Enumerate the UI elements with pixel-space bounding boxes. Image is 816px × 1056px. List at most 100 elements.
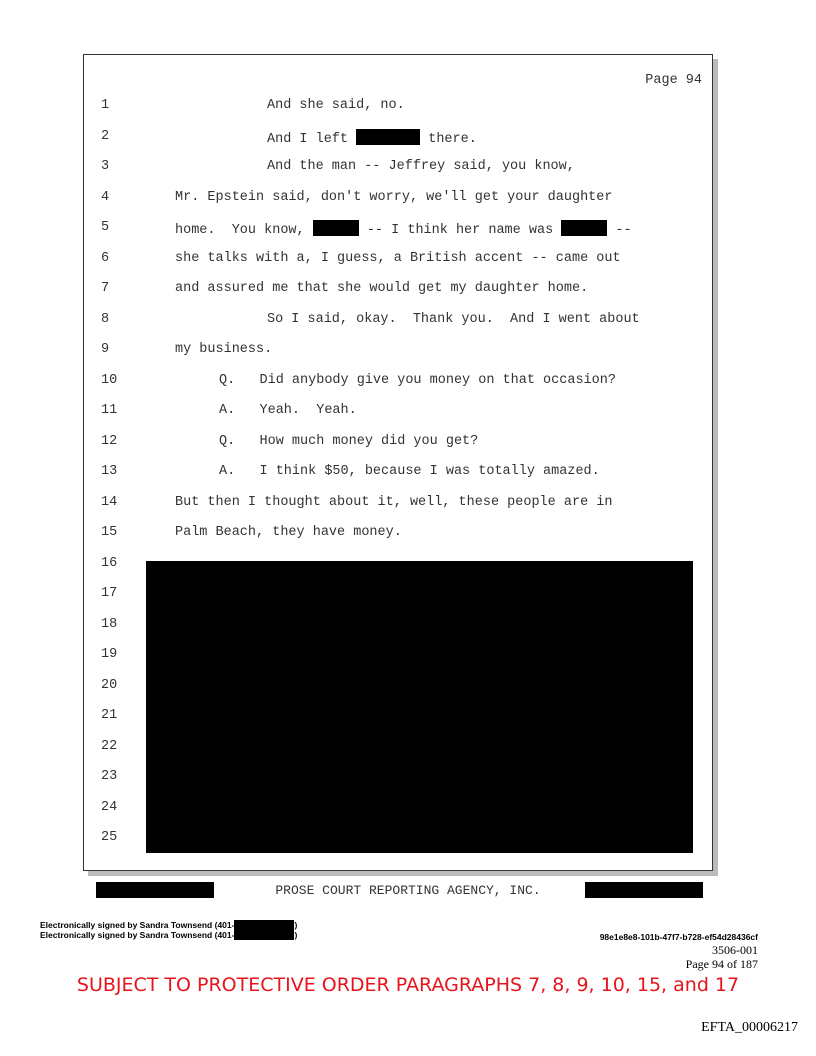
line-number: 3 <box>101 159 110 174</box>
signature-line: Electronically signed by Sandra Townsend… <box>40 930 297 940</box>
transcript-line: 23 <box>84 769 704 789</box>
transcript-line: 22 <box>84 739 704 759</box>
text-segment: Q. Did anybody give you money on that oc… <box>219 372 616 388</box>
text-segment: And I left <box>267 131 357 147</box>
transcript-line: 18 <box>84 617 704 637</box>
line-text: Mr. Epstein said, don't worry, we'll get… <box>175 190 612 205</box>
transcript-line: 2 And I left there. <box>84 128 704 149</box>
signature-text: Electronically signed by Sandra Townsend… <box>40 920 235 930</box>
text-segment: Q. How much money did you get? <box>219 433 479 449</box>
transcript-line: 13 A. I think $50, because I was totally … <box>84 464 704 484</box>
text-segment: she talks with a, I guess, a British acc… <box>175 250 621 266</box>
line-text: A. I think $50, because I was totally am… <box>219 464 600 479</box>
line-text: Palm Beach, they have money. <box>175 525 402 540</box>
redaction <box>561 220 608 236</box>
redaction <box>356 128 421 145</box>
redaction-block <box>146 561 693 853</box>
redaction-footer-left <box>96 882 214 898</box>
text-segment: A. Yeah. Yeah. <box>219 403 357 418</box>
line-text: she talks with a, I guess, a British acc… <box>175 251 621 266</box>
line-text: But then I thought about it, well, these… <box>175 495 612 510</box>
line-text: And I left there. <box>267 128 477 147</box>
line-number: 25 <box>101 830 118 845</box>
transcript-line: 21 <box>84 708 704 728</box>
transcript-line: 6 she talks with a, I guess, a British ac… <box>84 251 704 271</box>
line-text: Q. Did anybody give you money on that oc… <box>219 373 616 388</box>
redaction <box>234 920 295 930</box>
protective-order-notice: SUBJECT TO PROTECTIVE ORDER PARAGRAPHS 7… <box>76 974 740 996</box>
text-segment: So I said, okay. Thank you. And I went a… <box>267 311 640 327</box>
line-number: 17 <box>101 586 118 601</box>
line-text: And she said, no. <box>267 98 405 113</box>
transcript-line: 16 <box>84 556 704 576</box>
page-number: Page 94 <box>645 73 702 88</box>
line-number: 21 <box>101 708 118 723</box>
transcript-line: 8 So I said, okay. Thank you. And I went … <box>84 312 704 332</box>
line-number: 15 <box>101 525 118 540</box>
text-segment: there. <box>420 131 477 147</box>
page-of: Page 94 of 187 <box>685 957 758 971</box>
transcript-line: 12 Q. How much money did you get? <box>84 434 704 454</box>
line-number: 8 <box>101 311 110 327</box>
line-text: and assured me that she would get my dau… <box>175 281 588 296</box>
line-number: 14 <box>101 494 118 510</box>
transcript-line: 14 But then I thought about it, well, the… <box>84 495 704 515</box>
line-number: 6 <box>101 250 110 266</box>
text-segment: And she said, no. <box>267 98 405 113</box>
transcript-line: 11 A. Yeah. Yeah. <box>84 403 704 423</box>
line-number: 5 <box>101 220 110 235</box>
line-number: 7 <box>101 281 110 296</box>
text-segment: And the man -- Jeffrey said, you know, <box>267 159 575 174</box>
transcript-line: 20 <box>84 678 704 698</box>
redaction <box>312 220 359 236</box>
line-number: 24 <box>101 799 118 815</box>
line-text: And the man -- Jeffrey said, you know, <box>267 159 575 174</box>
line-number: 10 <box>101 372 118 388</box>
transcript-line: 24 <box>84 800 704 820</box>
line-text: Q. How much money did you get? <box>219 434 478 449</box>
document-hash: 98e1e8e8-101b-47f7-b728-ef54d28436cf <box>599 932 758 942</box>
transcript-line: 15 Palm Beach, they have money. <box>84 525 704 545</box>
line-number: 16 <box>101 555 118 571</box>
line-number: 18 <box>101 616 118 632</box>
transcript-line: 25 <box>84 830 704 850</box>
line-text: So I said, okay. Thank you. And I went a… <box>267 312 640 327</box>
redaction-footer-right <box>585 882 703 898</box>
line-number: 9 <box>101 342 110 357</box>
text-segment: But then I thought about it, well, these… <box>175 494 613 510</box>
text-segment: my business. <box>175 342 273 357</box>
case-number: 3506-001 <box>712 943 758 957</box>
line-number: 20 <box>101 677 118 693</box>
line-number: 19 <box>101 647 118 662</box>
bates-number: EFTA_00006217 <box>701 1020 798 1035</box>
line-number: 2 <box>101 128 110 144</box>
transcript-line: 19 <box>84 647 704 667</box>
text-segment: -- <box>607 223 632 238</box>
line-number: 23 <box>101 769 118 784</box>
text-segment: A. I think $50, because I was totally am… <box>219 464 600 479</box>
signature-suffix: ) <box>294 930 298 940</box>
line-text: my business. <box>175 342 272 357</box>
line-number: 11 <box>101 403 118 418</box>
line-number: 13 <box>101 464 118 479</box>
text-segment: home. You know, <box>175 223 313 238</box>
transcript-line: 4 Mr. Epstein said, don't worry, we'll ge… <box>84 190 704 210</box>
transcript-line: 7 and assured me that she would get my da… <box>84 281 704 301</box>
redaction <box>234 930 295 940</box>
transcript-line: 10 Q. Did anybody give you money on that … <box>84 373 704 393</box>
text-segment: and assured me that she would get my dau… <box>175 281 589 296</box>
text-segment: Palm Beach, they have money. <box>175 525 402 540</box>
line-number: 12 <box>101 433 118 449</box>
text-segment: Mr. Epstein said, don't worry, we'll get… <box>175 189 613 205</box>
line-text: A. Yeah. Yeah. <box>219 403 357 418</box>
line-number: 22 <box>101 738 118 754</box>
transcript-line: 9 my business. <box>84 342 704 362</box>
line-number: 4 <box>101 189 110 205</box>
transcript-line: 3 And the man -- Jeffrey said, you know, <box>84 159 704 179</box>
signature-line: Electronically signed by Sandra Townsend… <box>40 920 297 930</box>
signature-text: Electronically signed by Sandra Townsend… <box>40 930 235 940</box>
